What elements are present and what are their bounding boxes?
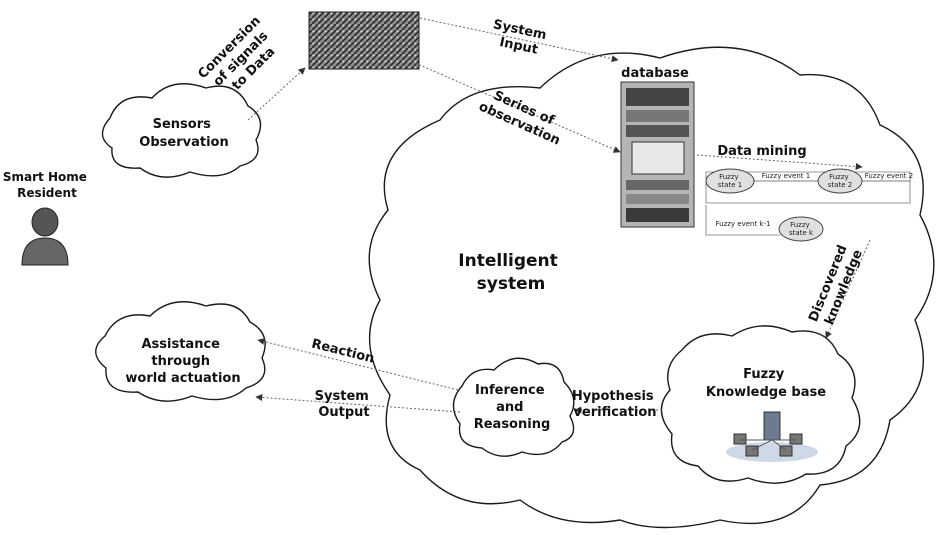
resident-label: Smart Home Resident <box>3 170 91 200</box>
fuzzy-event-2-label: Fuzzy event 2 <box>865 172 913 180</box>
fuzzy-kb-network-image <box>726 411 818 462</box>
fuzzy-chain <box>705 168 911 242</box>
inference-label: Inference and Reasoning <box>474 383 551 432</box>
assistance-cloud <box>95 301 266 402</box>
assistance-label: Assistance through world actuation <box>125 337 240 386</box>
fuzzy-event-1-label: Fuzzy event 1 <box>762 172 810 180</box>
hypothesis-label: Hypothesis verification <box>572 389 658 420</box>
intelligent-system-label: Intelligent system <box>458 251 563 294</box>
discovered-arrow <box>825 239 871 339</box>
system-input-arrow <box>419 17 619 63</box>
sensors-label: Sensors Observation <box>139 117 228 150</box>
fuzzy-state-k-label: Fuzzy state k <box>789 221 814 237</box>
conversion-arrow <box>247 67 306 121</box>
reaction-label: Reaction <box>310 337 376 367</box>
database-label: database <box>621 66 689 81</box>
fuzzy-state-k <box>778 216 824 242</box>
system-output-label: System Output <box>315 389 374 420</box>
fuzzy-event-k-label: Fuzzy event k-1 <box>716 220 771 228</box>
fuzzy-state-2-label: Fuzzy state 2 <box>828 173 852 189</box>
series-arrow <box>407 59 621 153</box>
sensors-cloud <box>101 83 262 178</box>
data-mining-label: Data mining <box>717 144 806 159</box>
fuzzy-kb-cloud <box>660 325 861 484</box>
inference-cloud <box>452 357 575 457</box>
fuzzy-state-1-label: Fuzzy state 1 <box>718 173 742 189</box>
database-server-image <box>620 81 695 228</box>
fuzzy-kb-label: Fuzzy Knowledge base <box>706 367 826 400</box>
data-mining-arrow <box>696 154 863 171</box>
system-input-label: System Input <box>488 17 552 60</box>
sensor-image <box>308 11 420 70</box>
resident-person-icon <box>21 207 69 266</box>
